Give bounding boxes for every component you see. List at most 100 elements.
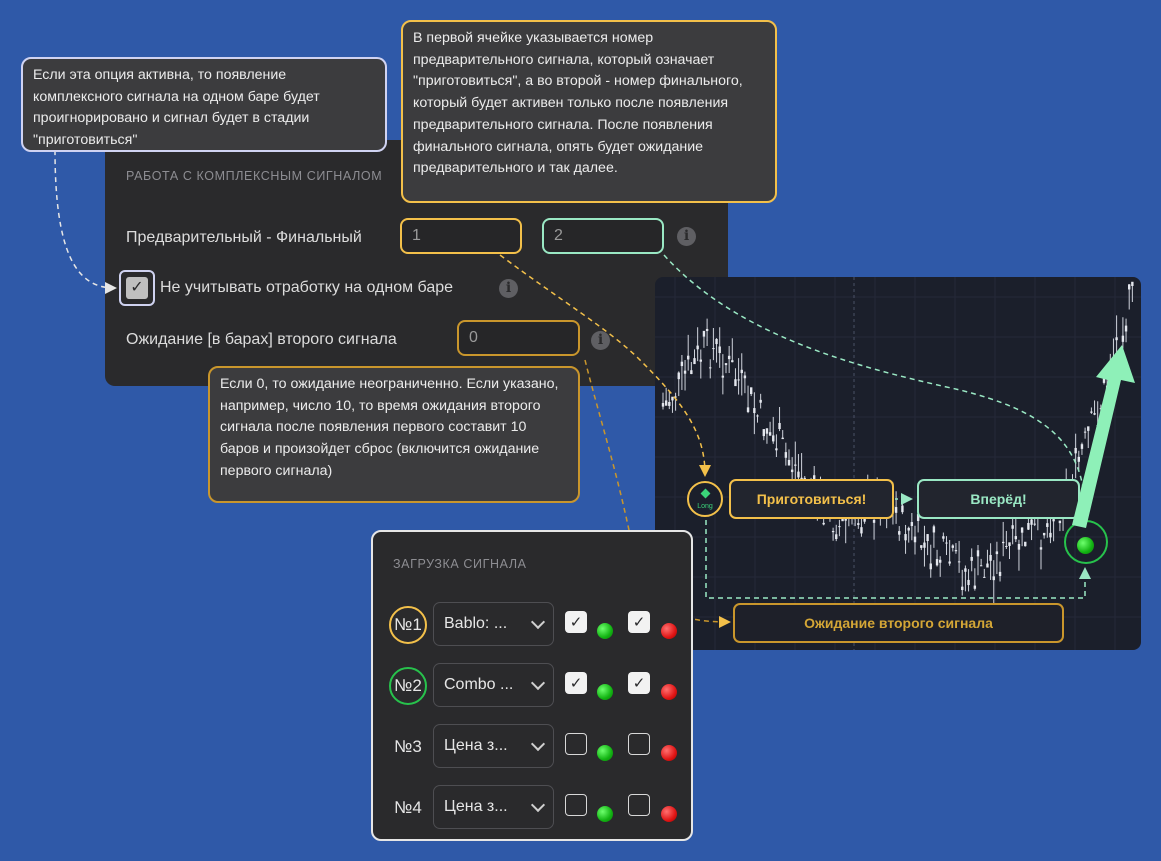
wait-bars-input[interactable]: 0 [457, 320, 580, 356]
candle-body [709, 367, 712, 369]
candle-body [715, 338, 718, 345]
candle-body [992, 576, 995, 581]
candle-body [1093, 413, 1096, 415]
candle-body [907, 527, 910, 531]
candle-body [756, 415, 759, 417]
green-dot-icon [597, 623, 613, 639]
candle-body [835, 534, 838, 540]
candle-body [753, 408, 756, 414]
red-dot-icon [661, 684, 677, 700]
candle-body [750, 387, 753, 395]
candle-body [860, 527, 863, 534]
candle-body [1074, 447, 1077, 454]
sell-enable-checkbox[interactable]: ✓ [628, 611, 650, 633]
candle-body [737, 379, 740, 381]
candle-body [913, 536, 917, 543]
info-icon[interactable]: i [677, 227, 696, 246]
candle-body [916, 514, 920, 521]
green-dot-icon [1077, 537, 1094, 554]
signal-number-label: №4 [394, 798, 422, 817]
info-icon[interactable]: i [499, 279, 518, 298]
candle-body [976, 550, 980, 557]
red-dot-icon [661, 623, 677, 639]
candle-body [986, 563, 989, 568]
candle-body [734, 379, 737, 387]
candle-body [1090, 411, 1093, 413]
green-dot-icon [597, 745, 613, 761]
ignore-one-bar-checkbox[interactable]: ✓ [119, 270, 155, 306]
buy-enable-checkbox[interactable] [565, 733, 587, 755]
candle-body [671, 396, 674, 401]
wait-bars-label: Ожидание [в барах] второго сигнала [126, 331, 397, 348]
candle-body [973, 585, 977, 589]
candle-body [1039, 547, 1043, 550]
candle-body [772, 435, 775, 442]
candle-body [1002, 541, 1005, 544]
candle-body [1027, 522, 1030, 530]
pre-signal-input[interactable]: 1 [400, 218, 522, 254]
buy-enable-checkbox[interactable]: ✓ [565, 672, 587, 694]
candle-body [1105, 385, 1109, 390]
candle-body [661, 403, 665, 407]
entry-signal-marker [1064, 520, 1108, 564]
candle-body [929, 563, 932, 570]
green-dot-icon [597, 806, 613, 822]
candle-body [683, 370, 687, 374]
check-icon: ✓ [126, 277, 148, 299]
wait-bars-value: 0 [469, 329, 478, 346]
signal-select-value: Цена з... [444, 737, 508, 754]
candle-body [1005, 545, 1008, 547]
candle-body [841, 517, 844, 522]
candle-body [942, 536, 945, 539]
signal-select-3[interactable]: Цена з... [433, 724, 554, 768]
candle-body [1131, 281, 1134, 287]
chevron-down-icon [530, 797, 546, 812]
signal-select-1[interactable]: Bablo: ... [433, 602, 554, 646]
candle-body [967, 579, 970, 586]
candle-body [951, 545, 954, 548]
candle-body [1121, 335, 1125, 342]
candle-body [901, 505, 904, 513]
wait-hint-callout: Если 0, то ожидание неограниченно. Если … [208, 366, 580, 503]
info-icon[interactable]: i [591, 331, 610, 350]
chevron-down-icon [530, 675, 546, 690]
candle-body [1017, 543, 1021, 550]
final-signal-input[interactable]: 2 [542, 218, 664, 254]
candle-body [787, 459, 791, 466]
signal-number-4: №4 [389, 789, 427, 827]
signal-number-label: №1 [394, 615, 422, 634]
candle-body [1014, 536, 1017, 540]
candle-body [740, 369, 743, 374]
candle-body [677, 372, 680, 380]
candle-body [705, 328, 709, 332]
signal-select-4[interactable]: Цена з... [433, 785, 554, 829]
candle-body [1049, 532, 1052, 538]
candle-body [1124, 325, 1128, 332]
candle-body [872, 519, 876, 523]
signal-select-2[interactable]: Combo ... [433, 663, 554, 707]
signal-number-3: №3 [389, 728, 427, 766]
prepare-signal-label: Приготовиться! [729, 479, 894, 519]
candle-body [762, 429, 765, 437]
signal-number-2: №2 [389, 667, 427, 705]
candle-body [961, 586, 964, 591]
sell-enable-checkbox[interactable] [628, 733, 650, 755]
cells-hint-callout: В первой ячейке указывается номер предва… [401, 20, 777, 203]
buy-enable-checkbox[interactable]: ✓ [565, 611, 587, 633]
sell-enable-checkbox[interactable] [628, 794, 650, 816]
candle-body [1011, 525, 1014, 529]
sell-enable-checkbox[interactable]: ✓ [628, 672, 650, 694]
candle-body [904, 534, 907, 541]
candle-body [778, 422, 781, 430]
pre-final-label: Предварительный - Финальный [126, 229, 362, 246]
buy-enable-checkbox[interactable] [565, 794, 587, 816]
candle-body [718, 346, 721, 354]
candle-body [1115, 337, 1118, 341]
candle-body [945, 542, 948, 544]
candle-body [1083, 431, 1087, 433]
candle-body [898, 531, 901, 535]
candle-body [863, 517, 866, 522]
checkbox-hint-callout: Если эта опция активна, то появление ком… [21, 57, 387, 152]
signal-number-label: №3 [394, 737, 422, 756]
candle-body [743, 375, 747, 379]
